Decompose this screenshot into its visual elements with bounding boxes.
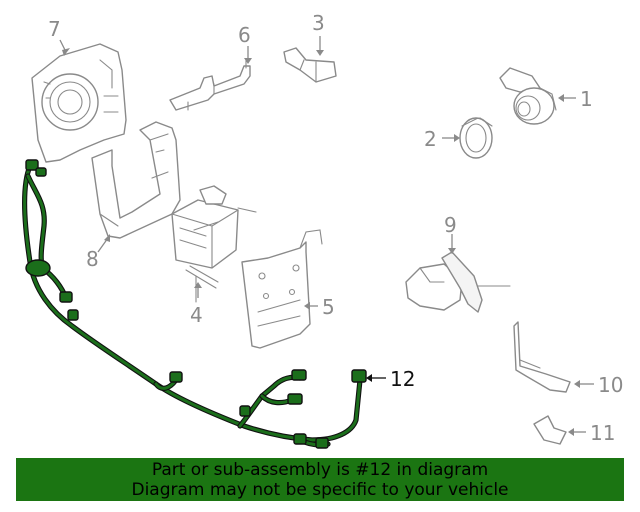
- banner-line-2: Diagram may not be specific to your vehi…: [131, 480, 509, 500]
- callout-1: 1: [558, 87, 593, 111]
- callout-11: 11: [568, 421, 615, 445]
- callout-6: 6: [238, 23, 252, 64]
- callout-9: 9: [444, 213, 457, 254]
- part-5-mounting-plate[interactable]: [241, 229, 323, 349]
- callout-12: 12: [366, 367, 415, 391]
- callout-7-label: 7: [48, 17, 61, 41]
- part-6-mounting-bracket[interactable]: [169, 59, 251, 111]
- callout-9-label: 9: [444, 213, 457, 237]
- part-9-actuator[interactable]: [405, 251, 511, 313]
- callout-1-label: 1: [580, 87, 593, 111]
- part-2-retainer-ring[interactable]: [459, 117, 493, 159]
- callout-6-label: 6: [238, 23, 251, 47]
- part-12-wiring-harness[interactable]: [21, 159, 367, 449]
- callout-3-label: 3: [312, 11, 325, 35]
- callout-11-label: 11: [590, 421, 615, 445]
- notice-banner: Part or sub-assembly is #12 in diagram D…: [16, 458, 624, 501]
- banner-line-1: Part or sub-assembly is #12 in diagram: [151, 460, 489, 480]
- callout-5: 5: [304, 295, 335, 319]
- callout-8-label: 8: [86, 247, 99, 271]
- callout-4: 4: [190, 282, 203, 327]
- callout-7: 7: [48, 17, 70, 56]
- part-1-parking-sensor[interactable]: [499, 67, 557, 125]
- part-4-control-module[interactable]: [171, 185, 257, 303]
- part-11-clip[interactable]: [533, 415, 567, 445]
- part-10-bracket[interactable]: [513, 321, 571, 393]
- part-8-module-bracket[interactable]: [91, 121, 181, 239]
- callout-2-label: 2: [424, 127, 437, 151]
- callout-12-label: 12: [390, 367, 415, 391]
- callout-4-label: 4: [190, 303, 203, 327]
- callout-5-label: 5: [322, 295, 335, 319]
- part-7-bracket-housing[interactable]: [31, 43, 127, 163]
- part-3-sensor-plug[interactable]: [283, 47, 337, 83]
- callout-10-label: 10: [598, 373, 623, 397]
- callout-10: 10: [574, 373, 623, 397]
- callout-2: 2: [424, 127, 460, 151]
- callout-8: 8: [86, 234, 110, 271]
- callout-3: 3: [312, 11, 325, 56]
